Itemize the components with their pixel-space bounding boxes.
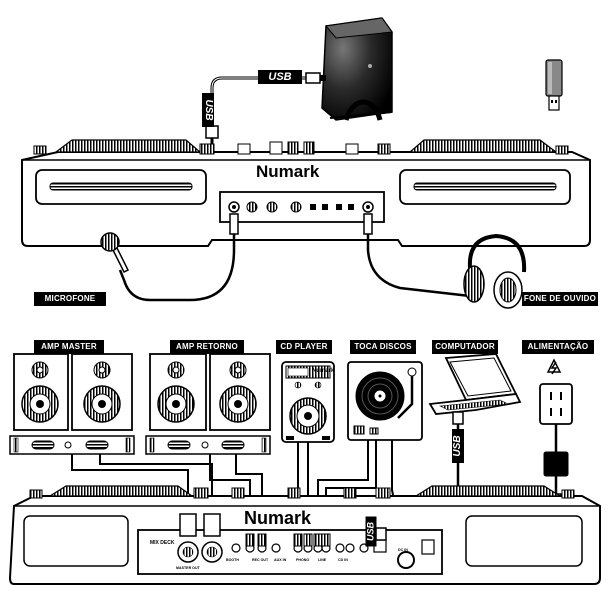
- panel-label-cd-in: CD IN: [338, 558, 348, 562]
- amp-return-label: AMP RETORNO: [170, 340, 244, 354]
- external-hard-drive-icon: [321, 17, 393, 121]
- amp-master-label: AMP MASTER: [34, 340, 104, 354]
- brand-logo-bottom: Numark: [244, 508, 312, 528]
- usb-cable: [205, 72, 326, 150]
- speaker-icon: [149, 353, 271, 431]
- microphone-icon: [100, 213, 239, 302]
- cd-player-label: CD PLAYER: [276, 340, 332, 354]
- usb-flash-drive-icon: [545, 59, 563, 111]
- panel-label-phono: PHONO: [296, 558, 310, 562]
- computer-label: COMPUTADOR: [432, 340, 498, 354]
- panel-label-booth: BOOTH: [226, 558, 239, 562]
- panel-label-line: LINE: [318, 558, 327, 562]
- laptop-icon: [428, 353, 522, 500]
- panel-label-dc-in: DC IN: [398, 548, 408, 552]
- mix-deck-label: MIX DECK: [150, 540, 175, 546]
- usb-label-laptop: USB: [452, 429, 464, 463]
- usb-label-top-horizontal: USB: [258, 70, 302, 84]
- speaker-icon: [13, 353, 133, 431]
- panel-label-master-out: MASTER OUT: [176, 566, 200, 570]
- microphone-label: MICROFONE: [34, 292, 106, 306]
- power-outlet-icon: [539, 358, 573, 425]
- power-label: ALIMENTAÇÃO: [522, 340, 594, 354]
- amplifier-icon: [145, 435, 271, 455]
- panel-label-rec-out: REC OUT: [252, 558, 269, 562]
- top-controller-body: [21, 139, 591, 247]
- headphones-label: FONE DE OUVIDO: [522, 292, 598, 306]
- bottom-controller-body: [8, 485, 601, 585]
- power-adapter-icon: [543, 424, 569, 505]
- headphones-icon: [363, 213, 527, 309]
- brand-logo-top: Numark: [256, 162, 320, 181]
- cd-player-icon: [281, 361, 335, 443]
- usb-label-top-vertical: USB: [202, 93, 214, 127]
- amplifier-icon: [9, 435, 135, 455]
- panel-label-aux-in: AUX IN: [274, 558, 287, 562]
- turntable-icon: [347, 361, 423, 441]
- turntable-label: TOCA DISCOS: [350, 340, 416, 354]
- cd-player-brand: Numark: [312, 368, 335, 374]
- usb-label-mixer: USB: [365, 516, 377, 547]
